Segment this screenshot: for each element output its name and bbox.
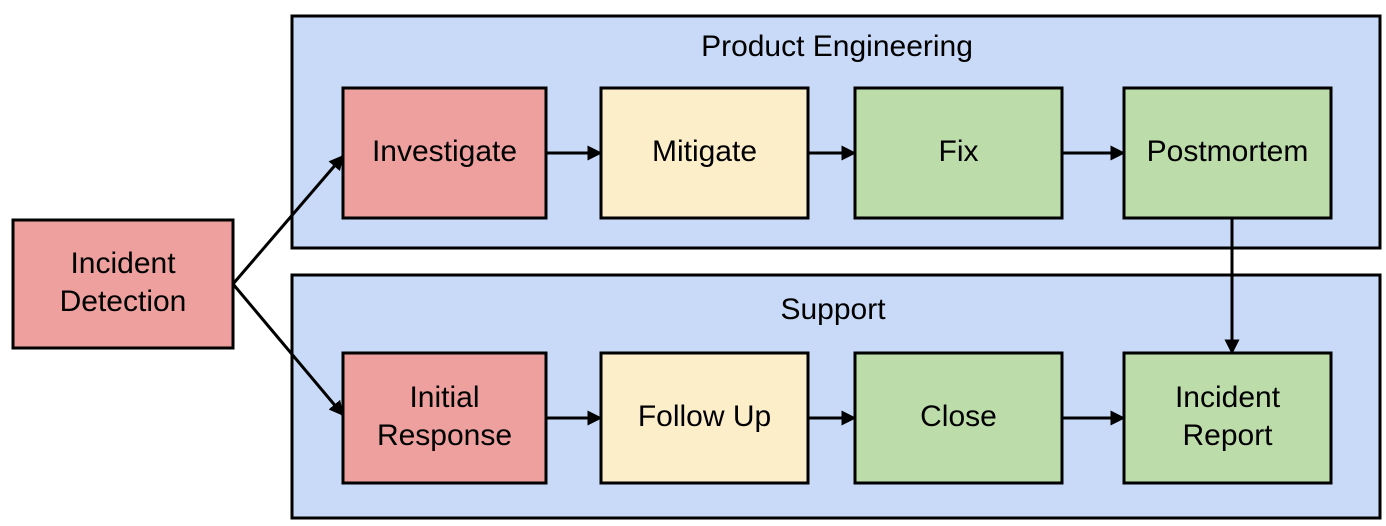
node-mitigate-label: Mitigate — [652, 135, 757, 168]
node-mitigate[interactable]: Mitigate — [599, 86, 810, 220]
lane-support-title: Support — [780, 293, 886, 326]
node-investigate-label: Investigate — [372, 135, 517, 168]
node-follow-up-label: Follow Up — [638, 400, 771, 433]
node-incident-report-box[interactable] — [1122, 351, 1333, 485]
node-initial-response-box[interactable] — [341, 351, 548, 485]
edge-detection-to-investigate — [231, 154, 345, 285]
node-follow-up-box[interactable] — [599, 351, 810, 485]
node-mitigate-box[interactable] — [599, 86, 810, 220]
node-incident-report-label-line2: Report — [1182, 419, 1273, 452]
node-initial-response-label-line2: Response — [377, 419, 512, 452]
node-fix-label: Fix — [939, 135, 979, 168]
node-close-box[interactable] — [853, 351, 1064, 485]
node-close[interactable]: Close — [853, 351, 1064, 485]
node-incident-detection-label-line2: Detection — [60, 285, 187, 318]
node-incident-report-label: Incident — [1175, 381, 1281, 414]
node-postmortem-label: Postmortem — [1147, 135, 1309, 168]
node-investigate-box[interactable] — [341, 86, 548, 220]
node-close-label: Close — [920, 400, 997, 433]
node-postmortem-box[interactable] — [1122, 86, 1333, 220]
edge-detection-to-initial-response — [231, 283, 345, 417]
node-follow-up[interactable]: Follow Up — [599, 351, 810, 485]
node-fix[interactable]: Fix — [853, 86, 1064, 220]
node-investigate[interactable]: Investigate — [341, 86, 548, 220]
node-incident-detection-label: Incident — [70, 247, 176, 280]
node-incident-detection-box[interactable] — [11, 218, 235, 350]
node-initial-response-label: Initial — [409, 381, 479, 414]
edges-layer — [231, 145, 1240, 426]
lane-product-engineering-title: Product Engineering — [701, 30, 973, 63]
node-postmortem[interactable]: Postmortem — [1122, 86, 1333, 220]
node-fix-box[interactable] — [853, 86, 1064, 220]
